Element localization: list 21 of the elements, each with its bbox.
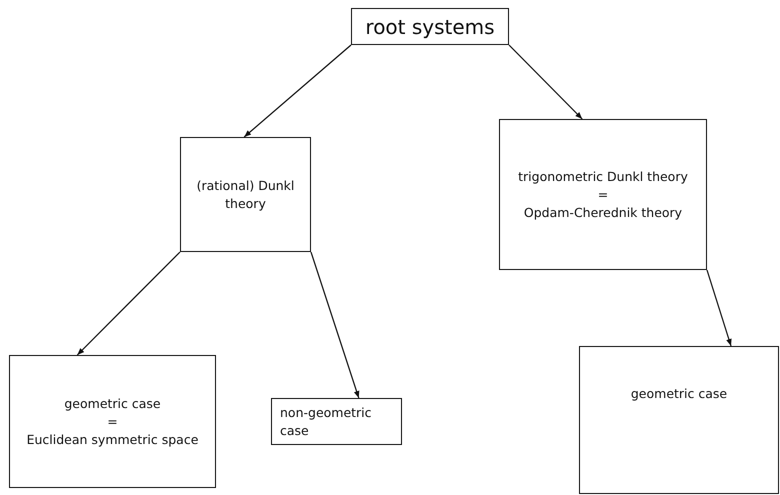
- node-label: Euclidean symmetric space: [26, 430, 198, 448]
- node-label: root systems: [365, 14, 495, 38]
- arrow: [706, 270, 732, 346]
- text-box: [499, 119, 707, 270]
- node-label: trigonometric Dunkl theory: [518, 168, 688, 186]
- text-box: [9, 355, 216, 488]
- node-label: geometric case: [64, 394, 161, 412]
- arrow: [310, 252, 360, 398]
- arrow: [244, 44, 352, 138]
- arrow: [508, 44, 583, 120]
- node-label: =: [107, 412, 118, 430]
- text-box: [351, 8, 509, 45]
- node-label: non-geometric case: [280, 404, 373, 440]
- text-box: [579, 346, 779, 494]
- node-label: (rational) Dunkl theory: [196, 176, 296, 212]
- text-box: [271, 398, 402, 445]
- node-label: Opdam-Cherednik theory: [524, 204, 682, 222]
- text-box: [180, 137, 311, 252]
- node-label: geometric case: [630, 385, 728, 403]
- node-label: =: [598, 186, 608, 204]
- arrow: [76, 252, 180, 356]
